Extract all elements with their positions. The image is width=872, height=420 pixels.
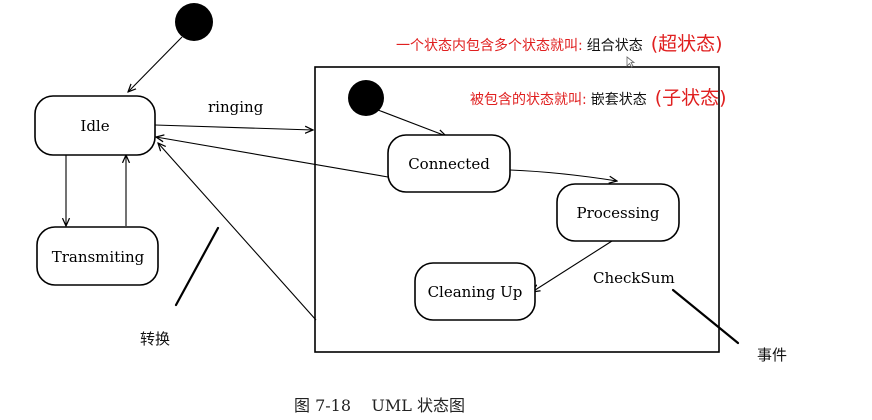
state-cleaning-up-label: Cleaning Up — [428, 283, 523, 301]
transition-label-checksum: CheckSum — [593, 269, 675, 287]
annotation-nested-prefix: 被包含的状态就叫: — [470, 92, 587, 108]
transition-note-pointer — [174, 226, 220, 307]
transition-note: 转换 — [140, 330, 170, 348]
transition-initial-to-connected — [377, 109, 446, 136]
state-connected — [387, 134, 511, 193]
transition-connected-to-idle — [156, 137, 389, 178]
annotation-composite-term: 组合状态 — [587, 38, 643, 54]
event-note: 事件 — [757, 346, 787, 364]
annotation-composite-alt: (超状态) — [651, 33, 723, 55]
transition-composite-to-idle — [158, 143, 317, 321]
annotation-composite: 一个状态内包含多个状态就叫:组合状态 (超状态) — [396, 33, 723, 55]
state-idle — [34, 95, 156, 156]
state-processing-label: Processing — [576, 204, 659, 222]
state-idle-label: Idle — [80, 117, 109, 135]
transition-connected-to-processing — [509, 169, 617, 181]
transition-initial-to-idle — [128, 36, 183, 92]
annotation-nested-alt: (子状态) — [655, 87, 727, 109]
annotation-nested-term: 嵌套状态 — [591, 92, 647, 108]
state-cleaning-up — [414, 262, 536, 321]
cursor-icon — [626, 56, 636, 68]
transition-idle-to-composite — [154, 124, 313, 130]
initial-state-outer — [175, 3, 213, 41]
state-transmiting — [36, 226, 159, 286]
transition-label-ringing: ringing — [208, 98, 264, 116]
event-note-pointer — [671, 288, 740, 345]
annotation-composite-prefix: 一个状态内包含多个状态就叫: — [396, 37, 583, 54]
state-transmiting-label: Transmiting — [52, 248, 145, 266]
state-connected-label: Connected — [408, 155, 490, 173]
transition-processing-to-cleaningup — [532, 240, 613, 292]
annotation-nested: 被包含的状态就叫:嵌套状态 (子状态) — [470, 87, 727, 109]
composite-state-box — [314, 66, 720, 353]
initial-state-inner — [348, 80, 384, 116]
figure-caption: 图 7-18 UML 状态图 — [294, 396, 465, 415]
state-processing — [556, 183, 680, 242]
